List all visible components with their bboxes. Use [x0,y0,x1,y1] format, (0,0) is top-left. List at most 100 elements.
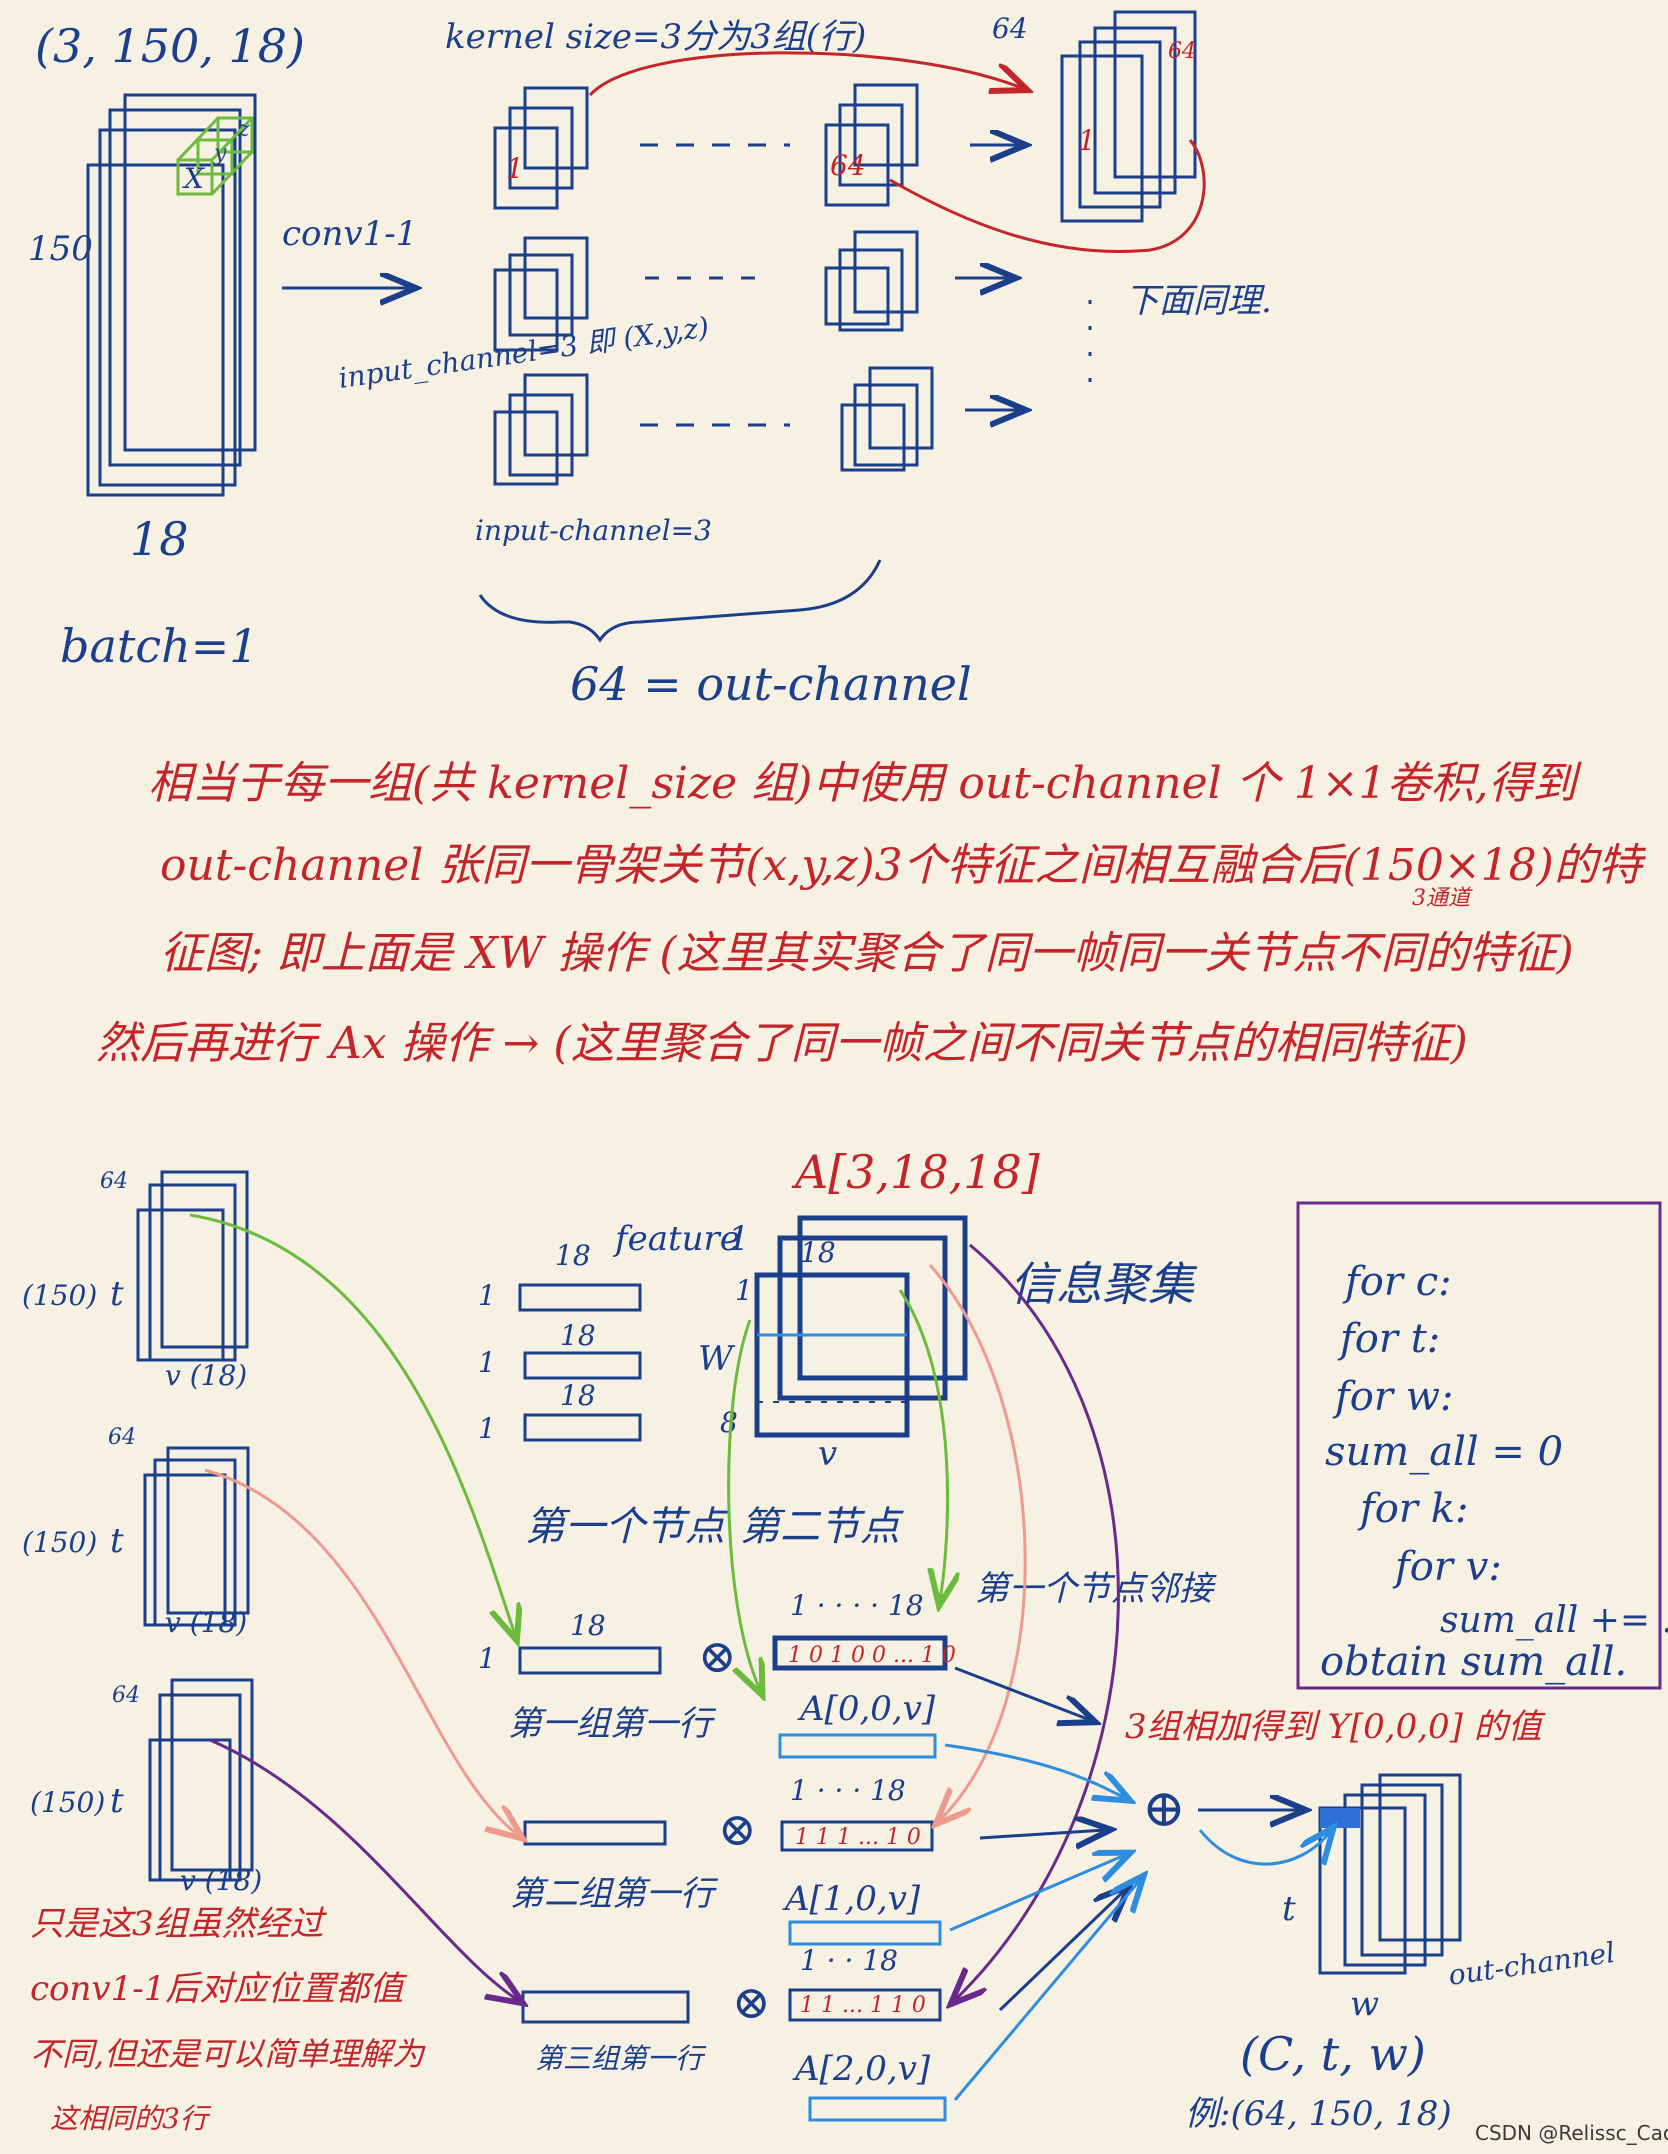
blue-arrow-3 [1000,1890,1125,2010]
left-stack-2 [145,1448,248,1625]
input-tensor-stack [88,95,255,495]
lightblue-arrow-3 [955,1880,1140,2100]
stack3-v18: v (18) [180,1864,262,1897]
output-1-label: 1 [1078,124,1096,157]
left-stack-3 [150,1680,252,1880]
left-note-3: 不同,但还是可以简单理解为 [30,2035,426,2073]
lightblue-arrow-4 [1200,1830,1330,1864]
A-row-1: A[0,0,v] [797,1689,936,1729]
left-note-4: 这相同的3行 [50,2102,212,2135]
stack2-v18: v (18) [165,1606,247,1639]
input-shape-label: (3, 150, 18) [35,19,305,73]
output-64-label: 64 [992,12,1028,45]
map-1-label: 1 [506,152,524,185]
code-line-5: for k: [1357,1486,1468,1532]
group-row-1 [495,85,1020,208]
batch-label: batch=1 [60,619,259,673]
row-label-2: 第二组第一行 [510,1874,719,1914]
note-extra: 3通道 [1412,886,1473,911]
left-note-1: 只是这3组虽然经过 [30,1904,328,1944]
code-line-1: for c: [1342,1259,1452,1305]
note-line-2: out-channel 张同一骨架关节(x,y,z)3个特征之间相互融合后(15… [160,840,1647,891]
stack3-150: (150) [30,1786,105,1819]
code-line-8: obtain sum_all. [1320,1639,1627,1685]
stack2-150: (150) [22,1526,97,1559]
A-18-label: 18 [800,1236,836,1269]
watermark: CSDN @Relissc_Cao [1475,2121,1668,2145]
stack1-t: t [110,1274,124,1314]
cube-z-label: z [237,117,250,142]
out-channel-label: 64 = out-channel [570,657,972,711]
feature-rows [520,1285,640,1440]
info-gather-label: 信息聚集 [1010,1257,1198,1311]
stack3-t: t [110,1781,124,1821]
stack2-t: t [110,1521,124,1561]
plus-sign: ⊕ [1142,1779,1186,1839]
red-arrow-loop [890,140,1204,252]
A-row-3: A[2,0,v] [792,2049,931,2089]
row2-18: 18 [560,1319,596,1352]
blue-arrow-2 [980,1830,1105,1838]
adj-nums-1: 1 · · · · 18 [790,1589,924,1622]
below-same-label: 下面同理. [1125,281,1272,321]
otimes-3: ⊗ [732,1975,771,2029]
left-stack-1 [138,1172,247,1360]
result-out-channel: out-channel [1446,1936,1617,1992]
row3-18: 18 [560,1379,596,1412]
conv-label: conv1-1 [282,214,417,254]
red-arrow-top [590,53,1022,95]
code-line-7: sum_all += ... [1440,1600,1668,1641]
row-top-18: 18 [570,1609,606,1642]
stack1-64: 64 [100,1169,128,1194]
adj-nums-2: 1 · · · 18 [790,1774,906,1807]
feature-1-label: 1 [728,1219,750,1259]
row-label-3: 第三组第一行 [535,2042,707,2075]
map-64-label: 64 [830,149,866,182]
otimes-1: ⊗ [698,1629,737,1683]
result-stack [1320,1775,1460,1973]
green-curve-1 [190,1215,515,1635]
A-matrix-stack [757,1218,965,1435]
note-line-4: 然后再进行 Ax 操作 → (这里聚合了同一帧之间不同关节点的相同特征) [96,1018,1468,1069]
adj-cells-2: 1 1 1 ... 1 0 [795,1825,921,1850]
code-line-3: for w: [1332,1374,1453,1420]
sum-label: 3组相加得到 Y[0,0,0] 的值 [1125,1707,1546,1747]
row3-one: 1 [478,1412,496,1445]
kernel-size-label: kernel size=3分为3组(行) [445,17,866,57]
width-18-label: 18 [130,512,189,566]
lightblue-arrow-2 [950,1855,1125,1930]
code-line-6: for v: [1392,1544,1502,1590]
stack1-150: (150) [22,1279,97,1312]
out-channel-brace [480,560,880,640]
first-node-label: 第一个节点 [525,1504,729,1550]
adj-cells-1: 1 0 1 0 0 ... 1 0 [788,1643,956,1668]
stack1-v18: v (18) [165,1359,247,1392]
cube-x-label: X [182,162,205,195]
row-label-1: 第一组第一行 [508,1704,717,1744]
blue-arrow-1 [955,1668,1090,1720]
adj-cells-3: 1 1 ... 1 1 0 [800,1993,926,2018]
stack3-64: 64 [112,1683,140,1708]
code-line-4: sum_all = 0 [1325,1429,1563,1475]
A-label: A[3,18,18] [791,1145,1040,1199]
note-line-1: 相当于每一组(共 kernel_size 组)中使用 out-channel 个… [148,758,1583,809]
purple-curve-2 [955,1245,1118,2000]
first-node-adj-label: 第一个节点邻接 [975,1569,1217,1609]
left-note-2: conv1-1后对应位置都值 [30,1969,407,2009]
adj-nums-3: 1 · · 18 [800,1944,898,1977]
feature-18-label: 18 [555,1239,591,1272]
A-1-label: 1 [735,1274,753,1307]
result-t: t [1282,1889,1296,1929]
height-150-label: 150 [28,229,93,269]
row-top-1: 1 [478,1642,496,1675]
cube-y-label: y [213,141,227,166]
ctw-label: (C, t, w) [1240,2027,1426,2081]
row2-one: 1 [478,1346,496,1379]
A-row-2: A[1,0,v] [782,1879,921,1919]
example-label: 例:(64, 150, 18) [1185,2094,1452,2134]
otimes-2: ⊗ [718,1802,757,1856]
note-line-3: 征图; 即上面是 XW 操作 (这里其实聚合了同一帧同一关节点不同的特征) [160,928,1574,979]
code-line-2: for t: [1337,1316,1440,1362]
A-v-label: v [818,1434,837,1474]
